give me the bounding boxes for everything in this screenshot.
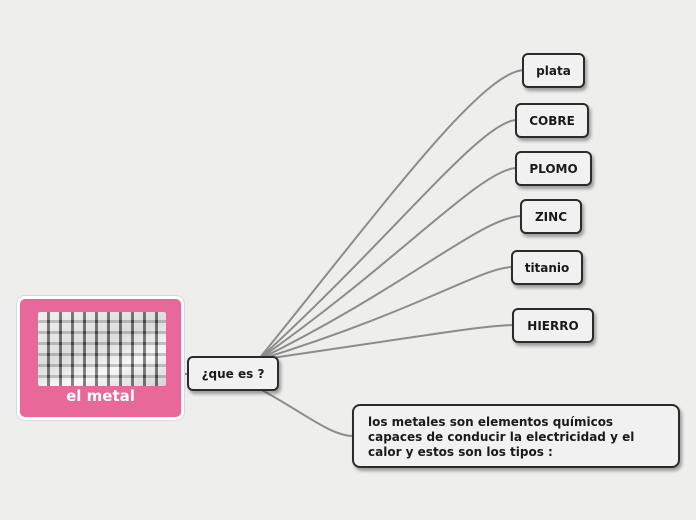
description-text: los metales son elementos químicos capac… [368, 415, 635, 459]
branch-label: HIERRO [527, 318, 579, 333]
connector-cobre [257, 119, 517, 361]
branch-node-hierro[interactable]: HIERRO [512, 308, 594, 343]
branch-node-plata[interactable]: plata [522, 53, 585, 88]
branch-label: titanio [524, 260, 570, 275]
question-label: ¿que es ? [201, 366, 265, 381]
question-node[interactable]: ¿que es ? [187, 356, 279, 391]
branch-label: COBRE [529, 113, 575, 128]
root-topic-label: el metal [66, 387, 135, 405]
description-node[interactable]: los metales son elementos químicos capac… [352, 404, 680, 468]
connector-titanio [257, 266, 513, 361]
branch-label: plata [536, 63, 571, 78]
connector-description [257, 387, 354, 437]
branch-label: ZINC [534, 209, 567, 224]
branch-node-plomo[interactable]: PLOMO [515, 151, 592, 186]
branch-node-zinc[interactable]: ZINC [520, 199, 582, 234]
connector-plomo [257, 167, 517, 361]
branch-node-cobre[interactable]: COBRE [515, 103, 589, 138]
root-topic-el-metal[interactable]: el metal [17, 296, 184, 420]
connector-zinc [257, 215, 522, 361]
connector-hierro [257, 324, 514, 361]
branch-node-titanio[interactable]: titanio [511, 250, 583, 285]
connector-plata [257, 69, 525, 361]
metal-bars-image [38, 312, 166, 386]
branch-label: PLOMO [529, 161, 578, 176]
